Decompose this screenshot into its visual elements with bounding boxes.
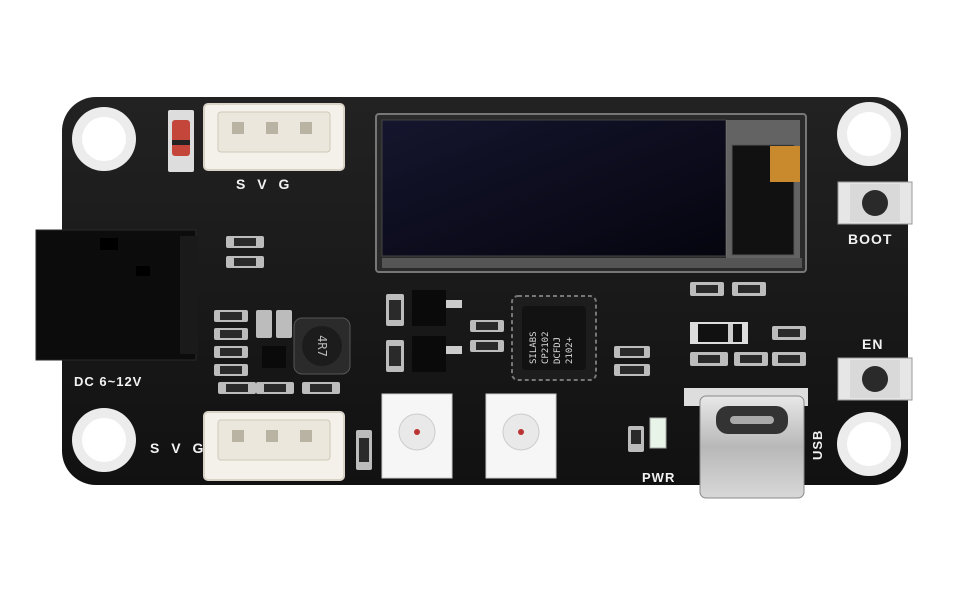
en-button[interactable] — [837, 357, 913, 401]
usb-diode — [690, 322, 748, 344]
usb-c-port — [684, 388, 808, 499]
rgb-led-right — [485, 393, 557, 479]
inductor-marking: 4R7 — [315, 335, 329, 357]
sensor-connector-top — [203, 103, 345, 171]
chip-line3: DCFDJ — [553, 337, 563, 364]
chip-line4: 2102+ — [565, 336, 575, 364]
boot-label: BOOT — [848, 231, 893, 247]
power-led — [649, 417, 667, 449]
mount-hole-bottom-left — [72, 408, 136, 472]
inductor — [293, 317, 351, 375]
oled-display — [375, 113, 807, 273]
mount-hole-top-right — [837, 102, 901, 166]
sensor-connector-bottom — [203, 411, 345, 481]
transistors — [262, 290, 462, 372]
diode — [168, 110, 194, 172]
usb-label: USB — [810, 429, 825, 460]
dc-input-label: DC 6~12V — [74, 374, 143, 389]
chip-line1: SILABS — [529, 331, 539, 364]
usb-bridge-chip — [511, 295, 597, 381]
boot-button[interactable] — [837, 181, 913, 225]
chip-marking: SILABS CP2102 DCFDJ 2102+ — [529, 331, 575, 364]
mount-hole-bottom-right — [837, 412, 901, 476]
mount-hole-top-left — [72, 107, 136, 171]
en-label: EN — [862, 336, 884, 352]
sensor-bottom-label: S V G — [150, 440, 205, 456]
dc-barrel-jack — [35, 229, 198, 361]
rgb-led-left — [381, 393, 453, 479]
chip-line2: CP2102 — [541, 331, 551, 364]
sensor-top-label: S V G — [236, 176, 291, 192]
pwr-label: PWR — [642, 470, 676, 485]
